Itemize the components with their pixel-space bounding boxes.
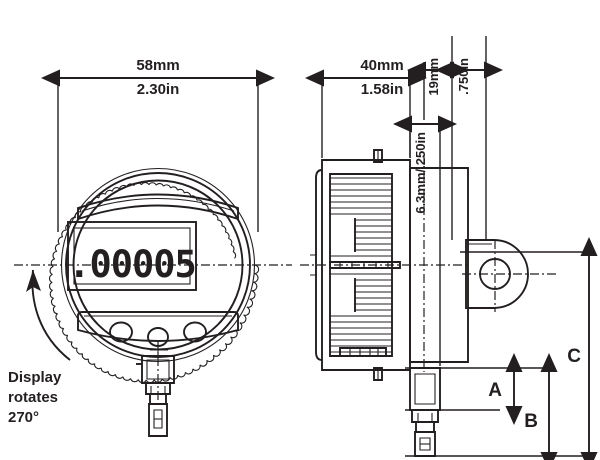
dim-stem-dia: 6.3mm/.250in <box>413 132 428 214</box>
side-rear-housing <box>409 167 469 363</box>
side-view-group: 40mm 1.58in 6.3mm/.250in 19mm .750in <box>300 36 556 457</box>
dim-width-mm: 58mm <box>136 57 179 74</box>
rotation-arrow-icon <box>26 269 71 361</box>
dim-lug-offset: .750in <box>456 58 471 95</box>
side-bottom-post <box>373 367 383 381</box>
side-bottom-band-teeth <box>349 348 379 356</box>
side-center-band <box>329 261 401 269</box>
button-right[interactable] <box>183 321 207 343</box>
lcd-window <box>67 221 197 291</box>
note-line-3: 270° <box>8 409 39 426</box>
dim-depth-in: 1.58in <box>361 81 404 98</box>
dim-lug-thickness: 19mm <box>426 58 441 96</box>
side-top-post <box>373 149 383 163</box>
note-line-2: rotates <box>8 389 58 406</box>
front-view-group: .00005 <box>8 57 292 437</box>
note-line-1: Display <box>8 369 62 386</box>
front-stem-assembly <box>136 344 175 437</box>
button-group[interactable] <box>109 321 207 347</box>
mounting-lug <box>462 239 556 312</box>
dim-width-in: 2.30in <box>137 81 180 98</box>
dim-label-c: C <box>567 346 581 367</box>
side-case-left-edge <box>315 169 323 361</box>
abc-dimension-group: A B C <box>405 237 598 460</box>
dim-label-b: B <box>524 411 538 432</box>
side-knurl-hatch-bottom <box>330 273 392 353</box>
side-bottom-band <box>339 347 387 357</box>
dim-depth-mm: 40mm <box>360 57 403 74</box>
button-left[interactable] <box>109 321 133 343</box>
button-panel <box>77 311 239 342</box>
dim-label-a: A <box>488 380 502 401</box>
bezel-top-plate-inner <box>81 198 235 212</box>
side-case-notch <box>310 254 316 276</box>
bezel-top-plate <box>77 193 239 221</box>
side-stem-assembly <box>409 367 441 457</box>
side-bezel-outline <box>329 173 393 357</box>
side-knurl-hatch-top <box>330 177 392 257</box>
